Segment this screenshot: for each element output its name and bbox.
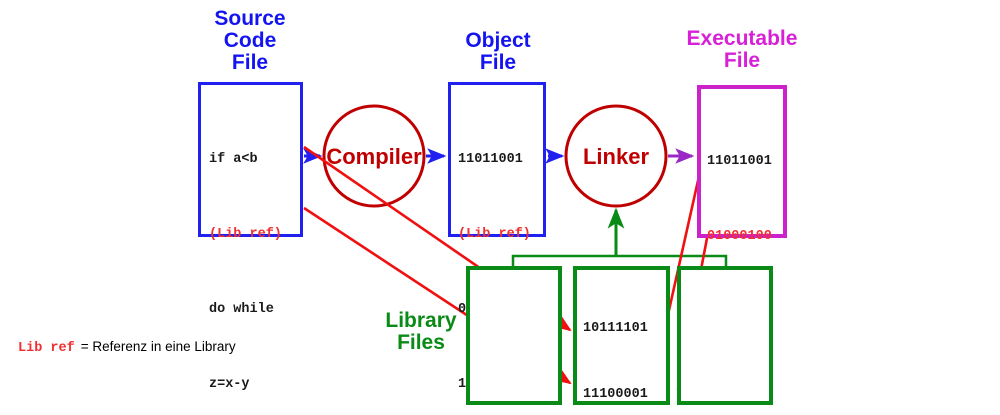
legend-key: Lib ref (18, 341, 75, 356)
object-file-box (448, 82, 546, 237)
library-files-title: Library Files (385, 309, 457, 354)
source-file-code: if a<b (Lib ref) do while z=x-y (Lib ref… (209, 97, 299, 415)
library-code-line-1: 10111101 (583, 321, 648, 336)
executable-code-line-2: 01000100 (707, 229, 772, 244)
library-file-code: 10111101 11100001 00000011 01000100 1001… (583, 274, 673, 415)
source-code-line-3: do while (209, 302, 274, 317)
linker-label: Linker (582, 144, 650, 169)
object-file-title: Object File (465, 29, 531, 74)
legend-description: = Referenz in eine Library (80, 339, 236, 354)
library-file-box-right (677, 266, 773, 405)
object-code-line-1: 11011001 (458, 152, 523, 167)
library-file-box-middle (573, 266, 670, 405)
compiler-label: Compiler (326, 144, 422, 169)
source-code-line-4: z=x-y (209, 377, 250, 392)
executable-code-line-1: 11011001 (707, 154, 772, 169)
source-code-line-1: if a<b (209, 152, 258, 167)
source-code-line-2: (Lib ref) (209, 227, 282, 242)
executable-file-box (697, 85, 787, 238)
library-code-line-2: 11100001 (583, 387, 648, 402)
source-file-title: Source Code File (214, 7, 286, 74)
source-file-box (198, 82, 303, 237)
legend: Lib ref = Referenz in eine Library (18, 339, 236, 356)
object-code-line-2: (Lib ref) (458, 227, 531, 242)
library-file-box-left (466, 266, 562, 405)
executable-file-title: Executable File (686, 27, 798, 72)
